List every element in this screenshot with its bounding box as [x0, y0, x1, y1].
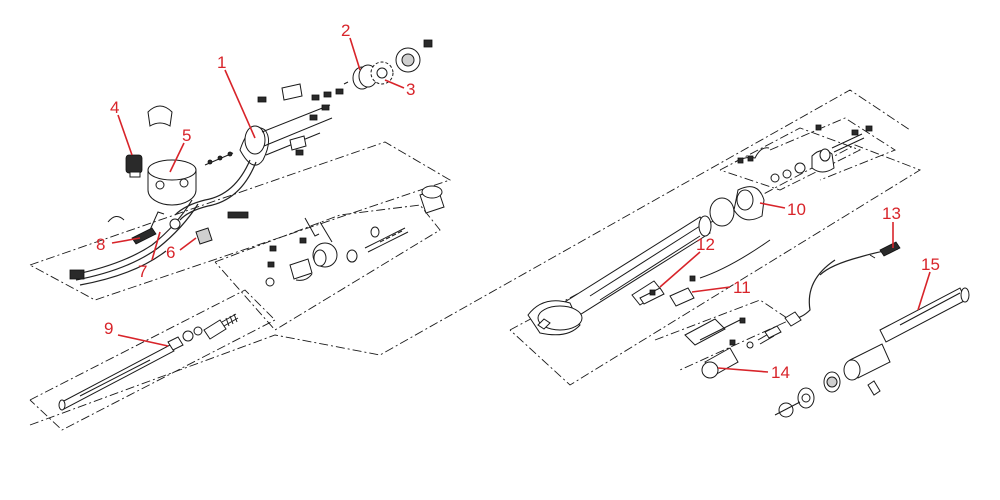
callout-5: 5 — [182, 126, 191, 145]
callout-labels: 1 2 3 4 5 6 7 8 9 10 11 12 13 14 15 — [96, 21, 940, 382]
lower-column-shaft — [774, 287, 970, 418]
column-jacket-assembly — [527, 124, 873, 379]
callout-1: 1 — [217, 53, 226, 72]
callout-8: 8 — [96, 235, 105, 254]
callout-leaders — [111, 37, 931, 373]
callout-12: 12 — [696, 235, 715, 254]
cable-switch-assembly — [784, 241, 901, 327]
callout-9: 9 — [104, 319, 113, 338]
callout-15: 15 — [921, 255, 940, 274]
callout-7: 7 — [138, 262, 147, 281]
callout-2: 2 — [341, 21, 350, 40]
callout-10: 10 — [787, 200, 806, 219]
callout-14: 14 — [771, 363, 790, 382]
column-housing-assembly — [174, 39, 433, 221]
callout-11: 11 — [733, 278, 751, 297]
callout-6: 6 — [166, 243, 175, 262]
callout-3: 3 — [406, 80, 415, 99]
steering-shaft-lower — [58, 313, 239, 411]
tilt-mechanism-assembly — [265, 185, 445, 287]
turn-signal-switch-assembly — [69, 105, 249, 286]
callout-13: 13 — [882, 204, 901, 223]
callout-4: 4 — [110, 98, 119, 117]
